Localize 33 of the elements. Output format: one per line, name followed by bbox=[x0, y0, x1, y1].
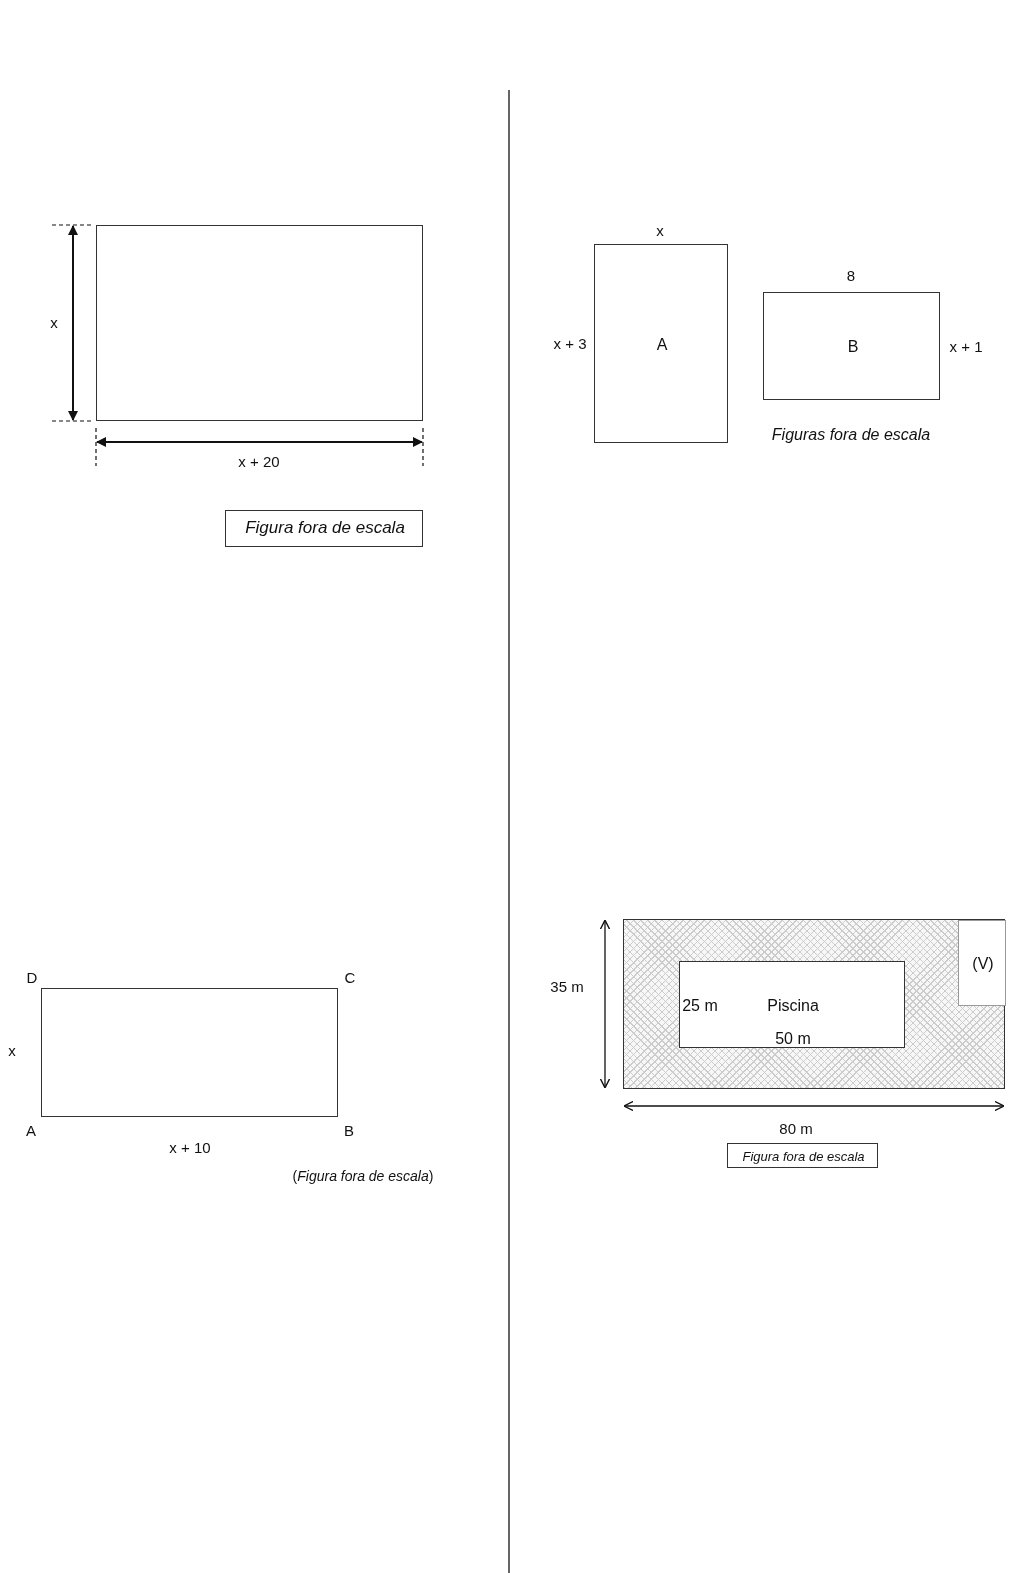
rectangle bbox=[958, 920, 1006, 1006]
vertex-label: C bbox=[344, 969, 356, 987]
node-text: Figura fora de escala bbox=[742, 1149, 865, 1164]
pool-label: Piscina bbox=[767, 997, 819, 1015]
dimension-label: x + 20 bbox=[238, 453, 280, 471]
dimension-label: x bbox=[8, 1042, 16, 1060]
vertex-label: D bbox=[26, 969, 38, 987]
area-label: B bbox=[847, 338, 859, 356]
hatched-land-area bbox=[623, 919, 1005, 1089]
rectangle bbox=[41, 988, 338, 1117]
dimension-label: 25 m bbox=[682, 997, 718, 1015]
dimension-label: x + 1 bbox=[949, 338, 983, 356]
caption-text: (Figura fora de escala) bbox=[292, 1169, 434, 1185]
vertex-label: A bbox=[26, 1122, 36, 1140]
dimension-label: x + 10 bbox=[169, 1139, 211, 1157]
area-label: (V) bbox=[972, 955, 994, 973]
dimension-label: 8 bbox=[846, 267, 856, 285]
dimension-label: x bbox=[50, 314, 58, 332]
dimension-label: x + 3 bbox=[553, 335, 587, 353]
caption-box bbox=[727, 1143, 878, 1168]
rectangle bbox=[96, 225, 423, 421]
caption-box bbox=[225, 510, 423, 547]
dimension-label: 35 m bbox=[550, 978, 584, 996]
area-label: A bbox=[656, 336, 668, 354]
pool-rectangle bbox=[679, 961, 905, 1048]
caption-text: Figuras fora de escala bbox=[771, 426, 931, 444]
caption-text: Figura fora de escala bbox=[245, 518, 405, 538]
dimension-label: 50 m bbox=[775, 1030, 811, 1048]
rectangle bbox=[763, 292, 940, 400]
vertex-label: B bbox=[344, 1122, 354, 1140]
dimension-label: x bbox=[656, 222, 664, 240]
dimension-label: 80 m bbox=[779, 1120, 813, 1138]
rectangle bbox=[594, 244, 728, 443]
